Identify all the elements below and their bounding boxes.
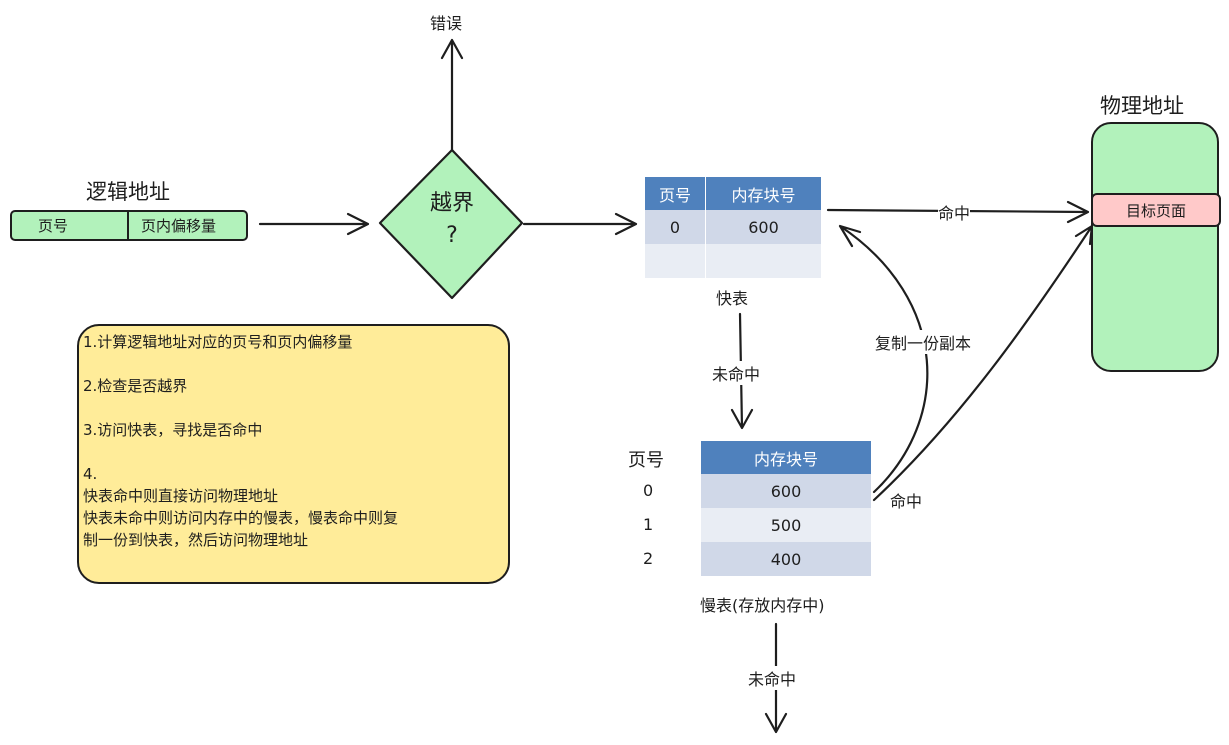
- fast-table-caption: 快表: [716, 289, 749, 308]
- slow-table-cell: 500: [770, 515, 802, 535]
- fast-miss-label: 未命中: [712, 361, 761, 385]
- note-line: 3.访问快表，寻找是否命中: [83, 421, 263, 439]
- fast-table-header-page: 页号: [645, 177, 706, 210]
- note-line: 2.检查是否越界: [83, 377, 188, 395]
- logical-address-bar: 页号 页内偏移量: [10, 210, 248, 241]
- fast-hit-label: 命中: [938, 200, 971, 224]
- decision-diamond: [378, 148, 524, 300]
- page-number-field: 页号: [12, 212, 129, 239]
- fast-table-cell: 0: [645, 210, 706, 244]
- logical-address-title: 逻辑地址: [86, 180, 170, 204]
- note-line: [83, 397, 504, 419]
- slow-table-caption: 慢表(存放内存中): [700, 596, 825, 615]
- slow-table-page: 2: [643, 549, 654, 568]
- note-line: 1.计算逻辑地址对应的页号和页内偏移量: [83, 333, 353, 351]
- slow-table-page-header: 页号: [628, 450, 664, 471]
- copy-label: 复制一份副本: [875, 330, 972, 354]
- slow-miss-label: 未命中: [748, 666, 797, 690]
- arrow-copy: [838, 224, 929, 494]
- note-line: [83, 353, 504, 375]
- decision-node: 越界 ?: [392, 188, 512, 252]
- note-line: 快表命中则直接访问物理地址: [83, 487, 279, 505]
- decision-label: 越界: [429, 191, 474, 216]
- fast-table-header-block: 内存块号: [731, 185, 796, 205]
- fast-table-cell: 600: [748, 217, 779, 237]
- arrow-to-error: [440, 38, 464, 152]
- note-line: 快表未命中则访问内存中的慢表，慢表命中则复: [83, 509, 399, 527]
- slow-hit-label: 命中: [890, 492, 923, 511]
- error-label: 错误: [430, 14, 463, 33]
- target-page: 目标页面: [1091, 193, 1221, 227]
- slow-table: 内存块号 600 500 400: [701, 441, 871, 576]
- arrow-slow-hit: [872, 224, 1094, 502]
- arrow-to-fast-table: [522, 212, 638, 236]
- note-line: 制一份到快表，然后访问物理地址: [83, 531, 309, 549]
- steps-note: 1.计算逻辑地址对应的页号和页内偏移量 2.检查是否越界 3.访问快表，寻找是否…: [77, 324, 510, 584]
- slow-table-header-block: 内存块号: [753, 449, 818, 469]
- page-offset-field: 页内偏移量: [141, 217, 217, 235]
- physical-memory-block: [1091, 122, 1219, 372]
- fast-table: 页号 内存块号 0 600: [645, 177, 821, 278]
- note-line: 4.: [83, 465, 98, 483]
- slow-table-cell: 600: [770, 481, 802, 501]
- physical-address-title: 物理地址: [1100, 94, 1184, 118]
- slow-table-page: 0: [643, 481, 654, 500]
- fast-table-cell: [706, 244, 822, 278]
- arrow-to-decision: [258, 212, 370, 236]
- note-line: [83, 441, 504, 463]
- decision-question: ?: [446, 223, 458, 248]
- slow-table-page: 1: [643, 515, 654, 534]
- fast-table-cell: [645, 244, 706, 278]
- slow-table-cell: 400: [770, 549, 802, 569]
